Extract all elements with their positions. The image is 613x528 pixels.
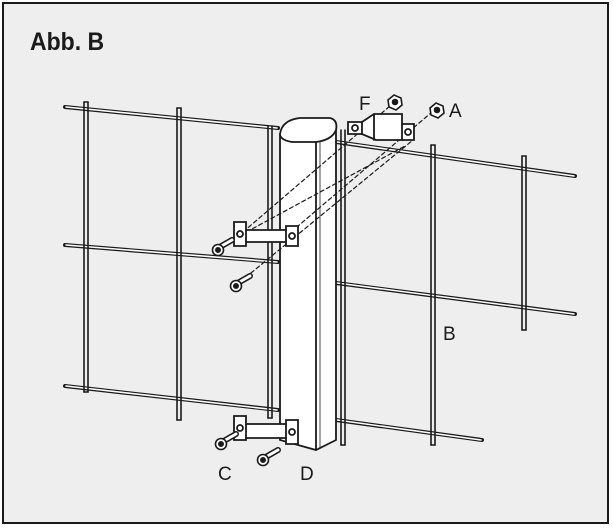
- nut-a: [429, 102, 445, 119]
- nut-f: [387, 94, 403, 111]
- middle-clamp: [233, 221, 299, 247]
- label-f: F: [359, 94, 371, 115]
- bolts: [211, 237, 281, 467]
- fence-post: [279, 117, 338, 451]
- label-a: A: [449, 101, 462, 122]
- right-mesh-panel: [334, 129, 577, 446]
- bottom-clamp: [233, 415, 299, 445]
- left-mesh-panel: [63, 101, 280, 421]
- top-clamp: [347, 113, 415, 141]
- figure-title: Abb. B: [30, 28, 105, 56]
- label-d: D: [300, 464, 314, 485]
- label-c: C: [218, 464, 232, 485]
- label-b: B: [443, 324, 456, 345]
